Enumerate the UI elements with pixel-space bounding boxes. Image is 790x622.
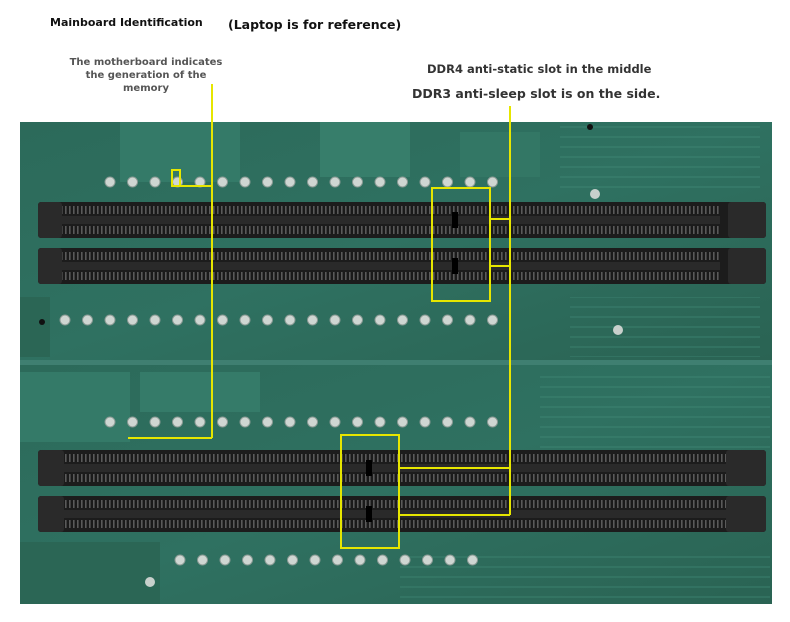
via-pad	[197, 554, 208, 566]
via-pad	[332, 554, 343, 566]
via-pad	[59, 314, 71, 326]
via-row	[59, 314, 498, 326]
via-pad	[487, 416, 498, 428]
via-pad	[374, 416, 386, 428]
via-pad	[149, 314, 161, 326]
via-pad	[354, 554, 366, 566]
via-pad	[149, 416, 161, 428]
via-pad	[194, 416, 206, 428]
via-pad	[442, 416, 453, 428]
via-pad	[104, 176, 116, 188]
via-pad	[127, 314, 138, 326]
via-pad	[464, 314, 476, 326]
via-pad	[442, 176, 453, 188]
via-pad	[217, 314, 228, 326]
via-pad	[264, 554, 276, 566]
via-pad	[104, 416, 116, 428]
via-pad	[262, 314, 273, 326]
via-pad	[284, 176, 296, 188]
via-pad	[374, 176, 386, 188]
reference-note: (Laptop is for reference)	[228, 17, 402, 32]
lower-board-ddr3	[20, 365, 772, 604]
via-pad	[172, 416, 183, 428]
via-pad	[172, 314, 183, 326]
via-pad	[487, 176, 498, 188]
via-pad	[239, 176, 251, 188]
via-pad	[82, 314, 93, 326]
via-pad	[397, 416, 408, 428]
via-pad	[174, 554, 186, 566]
via-pad	[194, 176, 206, 188]
via-pad	[352, 416, 363, 428]
via-pad	[287, 554, 298, 566]
via-pad	[487, 314, 498, 326]
via-pad	[127, 176, 138, 188]
via-pad	[149, 176, 161, 188]
via-pad	[397, 314, 408, 326]
via-pad	[377, 554, 388, 566]
via-pad	[284, 314, 296, 326]
via-pad	[329, 176, 341, 188]
via-pad	[262, 176, 273, 188]
via-pad	[307, 314, 318, 326]
via-pad	[309, 554, 321, 566]
via-pad	[464, 176, 476, 188]
via-pad	[307, 416, 318, 428]
figure-title: Mainboard Identification	[50, 16, 203, 29]
motherboard-photo	[20, 122, 772, 604]
via-pad	[239, 314, 251, 326]
via-pad	[374, 314, 386, 326]
via-pad	[329, 314, 341, 326]
via-row	[174, 554, 478, 566]
ddr4-callout-label: DDR4 anti-static slot in the middle	[427, 62, 652, 76]
via-pad	[219, 554, 231, 566]
via-pad	[262, 416, 273, 428]
motherboard-callout-label: The motherboard indicates the generation…	[69, 57, 223, 94]
via-pad	[419, 416, 431, 428]
via-pad	[239, 416, 251, 428]
via-pad	[444, 554, 456, 566]
ddr3-callout-label: DDR3 anti-sleep slot is on the side.	[412, 86, 661, 101]
via-pad	[217, 416, 228, 428]
via-pad	[399, 554, 411, 566]
via-pad	[464, 416, 476, 428]
via-pad	[194, 314, 206, 326]
via-row	[104, 416, 498, 428]
upper-board-ddr4	[20, 122, 772, 360]
via-pad	[329, 416, 341, 428]
via-pad	[397, 176, 408, 188]
via-pad	[352, 176, 363, 188]
via-pad	[172, 176, 183, 188]
via-pad	[242, 554, 253, 566]
via-pad	[352, 314, 363, 326]
via-pad	[127, 416, 138, 428]
via-pad	[467, 554, 478, 566]
via-pad	[307, 176, 318, 188]
via-pad	[442, 314, 453, 326]
via-pad	[419, 176, 431, 188]
via-pad	[104, 314, 116, 326]
via-pad	[422, 554, 433, 566]
via-pad	[284, 416, 296, 428]
via-pad	[217, 176, 228, 188]
via-pad	[419, 314, 431, 326]
